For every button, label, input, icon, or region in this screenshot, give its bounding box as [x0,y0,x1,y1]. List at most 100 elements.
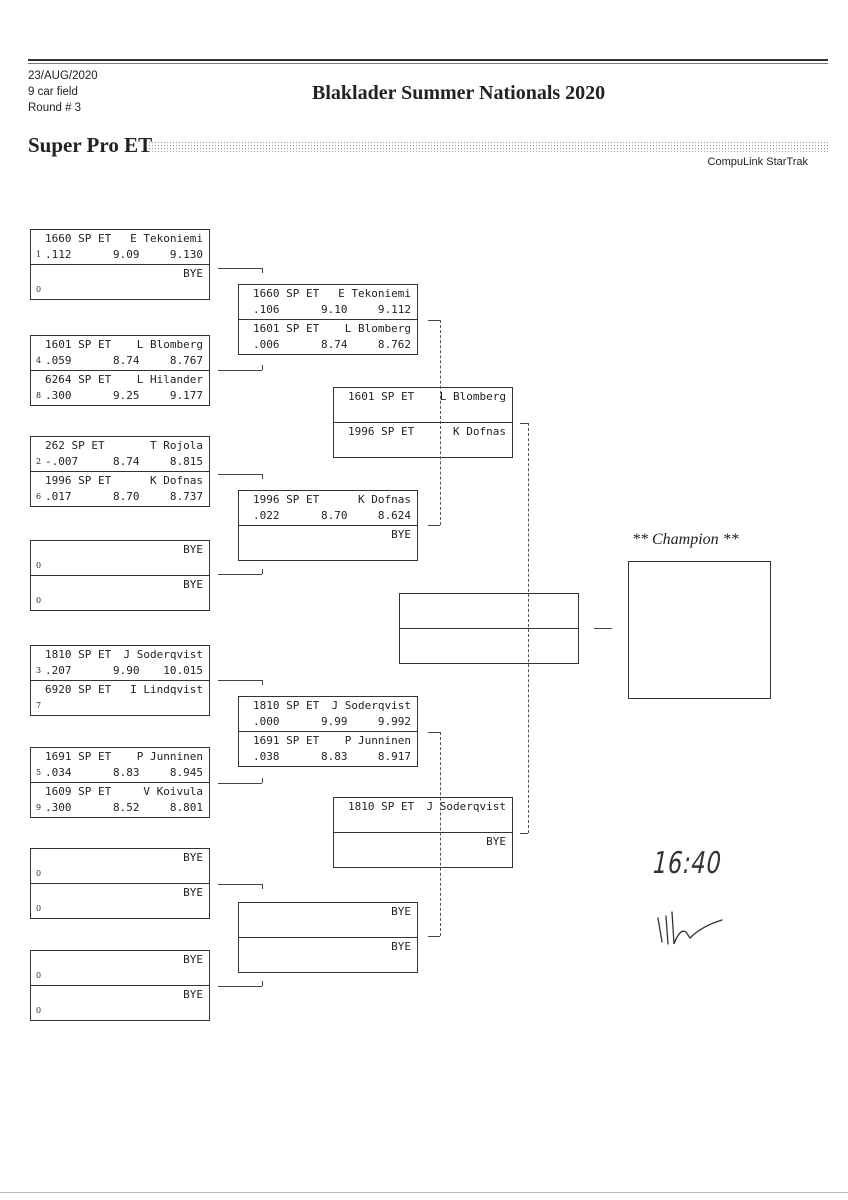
driver-name: BYE [183,953,203,966]
result-line [400,611,572,627]
connector-line [218,370,262,371]
competitor-line: BYE [239,939,411,955]
seed-number: 1 [36,250,42,259]
reaction-time: -.007 [45,455,79,468]
dial-in: 9.09 [113,248,140,261]
reaction-time: .038 [253,750,280,763]
connector-line [520,833,528,834]
elapsed-time: 8.762 [377,338,411,351]
driver-name: J Soderqvist [426,800,506,813]
connector-line [428,732,440,733]
car-number: 6920 SP ET [45,683,112,696]
car-number: 1810 SP ET [253,699,320,712]
result-line [400,646,572,662]
car-number: 1660 SP ET [45,232,112,245]
seed-number: 4 [36,356,42,365]
competitor-line: BYE [31,266,203,282]
reaction-time: .112 [45,248,72,261]
competitor-slot: BYE 0 [31,575,209,610]
competitor-line: BYE [31,850,203,866]
seed-number: 0 [36,561,42,570]
seed-number: 0 [36,596,42,605]
driver-name: BYE [391,905,411,918]
driver-name: J Soderqvist [331,699,411,712]
driver-name: BYE [183,543,203,556]
car-number: 1601 SP ET [348,390,415,403]
competitor-line: BYE [239,527,411,543]
reaction-time: .207 [45,664,72,677]
seed-number: 0 [36,869,42,878]
reaction-time: .059 [45,354,72,367]
champion-box [628,561,771,699]
signature [657,911,723,945]
reaction-time: .000 [253,715,280,728]
result-line: 0 [31,866,203,882]
result-line [334,850,506,866]
connector-line [520,423,528,424]
connector-tick [262,981,263,986]
competitor-slot: BYE 0 [31,951,209,985]
driver-name: K Dofnas [453,425,506,438]
result-line [239,955,411,971]
result-line: 0 [31,282,203,298]
result-line: 0 [31,593,203,609]
connector-line [218,783,262,784]
seed-number: 0 [36,904,42,913]
event-date: 23/AUG/2020 [28,70,98,82]
matchup-box: BYE BYE [238,902,418,973]
driver-name: L Blomberg [344,322,411,335]
car-number: 1601 SP ET [253,322,320,335]
connector-tick [262,569,263,574]
competitor-line: BYE [239,904,411,920]
competitor-line: 1810 SP ET J Soderqvist [239,698,411,714]
competitor-slot: 1601 SP ET L Blomberg [334,388,512,422]
driver-name: BYE [183,851,203,864]
driver-name: J Soderqvist [123,648,203,661]
connector-tick [262,268,263,273]
result-line: 0 [31,1003,203,1019]
result-line: 7 [31,698,203,714]
driver-name: BYE [183,578,203,591]
driver-name: L Blomberg [439,390,506,403]
page-bottom-rule [0,1192,848,1193]
elapsed-time: 9.130 [169,248,203,261]
dial-in: 8.83 [321,750,348,763]
competitor-slot: BYE [239,525,417,560]
elapsed-time: 8.917 [377,750,411,763]
result-line: 0 [31,968,203,984]
dial-in: 8.74 [113,354,140,367]
connector-line [218,474,262,475]
connector-line [428,936,440,937]
reaction-time: .300 [45,801,72,814]
car-number: 1691 SP ET [45,750,112,763]
competitor-line: BYE [334,834,506,850]
connector-tick [262,884,263,889]
driver-name: P Junninen [344,734,411,747]
driver-name: BYE [486,835,506,848]
